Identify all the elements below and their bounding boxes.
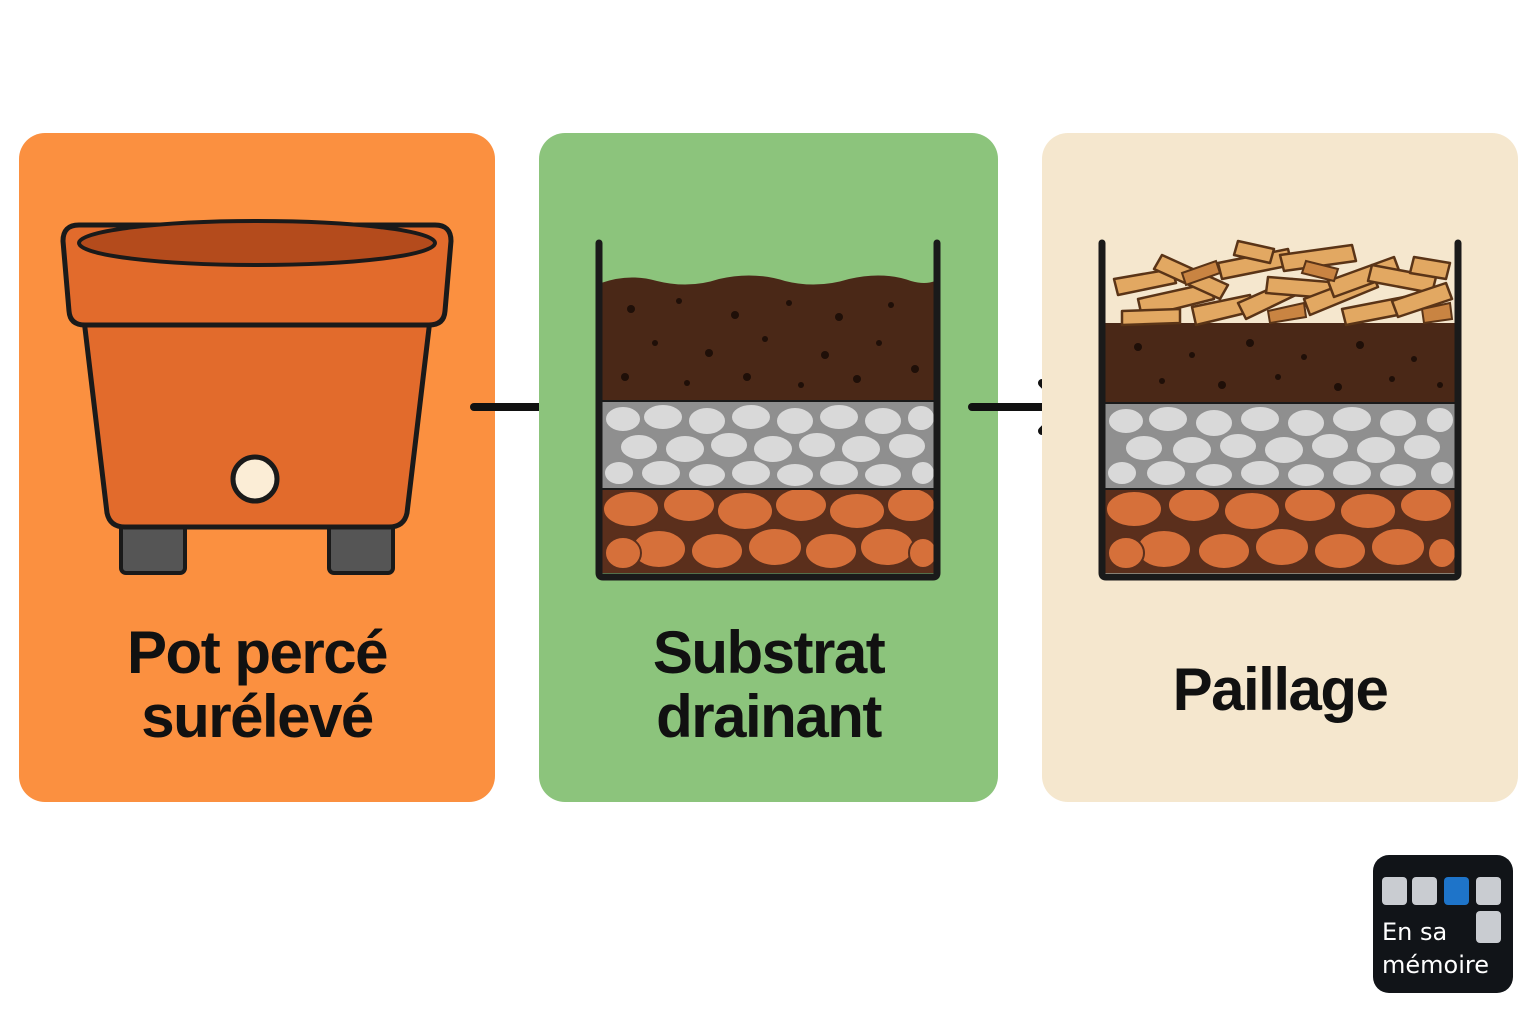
step-label-line: Paillage — [1172, 656, 1389, 723]
logo-text-line2: mémoire — [1382, 951, 1489, 979]
mulch-layers-icon — [1098, 239, 1462, 581]
step-label-line: Pot percé — [127, 619, 388, 686]
logo-text-line1: En sa — [1382, 918, 1448, 946]
step-card-pot: Pot percé surélevé — [19, 133, 495, 802]
step-label-substrate: Substrat drainant — [539, 621, 998, 749]
step-card-mulch: Paillage — [1042, 133, 1518, 802]
brand-logo: En sa mémoire — [1373, 855, 1513, 993]
step-label-line: drainant — [656, 683, 882, 750]
step-label-line: surélevé — [141, 683, 374, 750]
step-label-line: Substrat — [652, 619, 886, 686]
drainage-layers-icon — [595, 239, 941, 581]
step-card-substrate: Substrat drainant — [539, 133, 998, 802]
raised-pot-icon — [60, 219, 454, 575]
step-label-mulch: Paillage — [1042, 658, 1518, 722]
step-label-pot: Pot percé surélevé — [19, 621, 495, 749]
